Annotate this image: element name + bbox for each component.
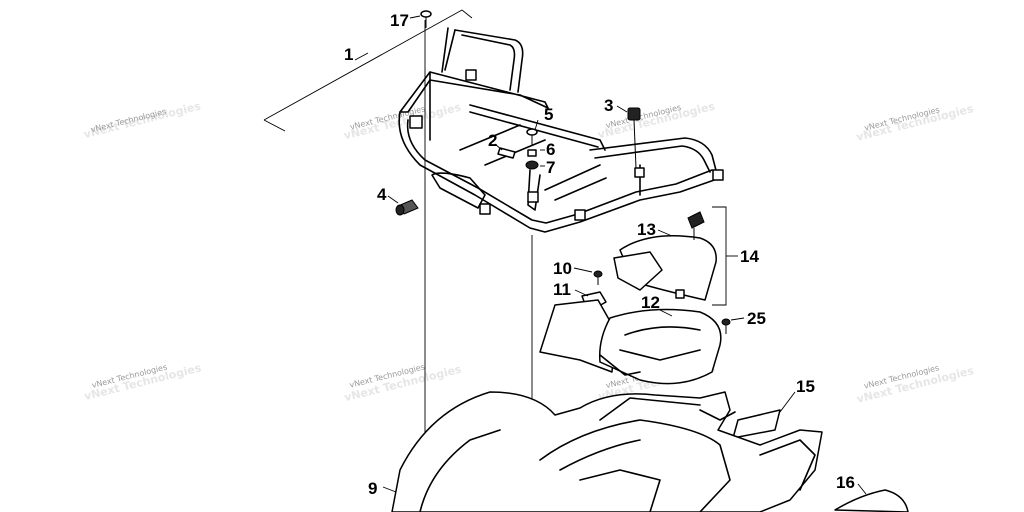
part-5-bolt — [526, 128, 538, 146]
bracket-1-bottom — [263, 119, 286, 132]
callout-9: 9 — [368, 479, 377, 498]
part-4-grip — [395, 199, 419, 216]
callout-1: 1 — [344, 45, 353, 64]
part-6-spacer — [527, 149, 537, 157]
part-11-flap — [539, 291, 616, 373]
leader-15 — [779, 391, 796, 413]
callout-13: 13 — [637, 220, 656, 239]
part-13-lid — [613, 211, 717, 301]
leader-2 — [494, 143, 503, 151]
callout-17: 17 — [390, 11, 409, 30]
callout-16: 16 — [836, 473, 855, 492]
callouts: 1 2 3 4 5 6 7 9 10 11 12 13 14 15 16 17 … — [344, 11, 855, 498]
callout-25: 25 — [747, 309, 766, 328]
callout-3: 3 — [604, 96, 613, 115]
part-15-decal — [732, 409, 781, 439]
leader-13 — [657, 229, 673, 237]
callout-14: 14 — [740, 247, 759, 266]
part-16-cover — [834, 489, 909, 512]
callout-15: 15 — [796, 377, 815, 396]
part-9-fender — [391, 391, 823, 512]
callout-2: 2 — [488, 131, 497, 150]
leader-16 — [857, 483, 867, 495]
callout-6: 6 — [546, 140, 555, 159]
part-3-clamp — [627, 107, 641, 169]
callout-5: 5 — [544, 105, 553, 124]
callout-12: 12 — [641, 293, 660, 312]
leader-1 — [354, 52, 369, 61]
leader-4 — [387, 195, 399, 204]
part-12-liner — [598, 308, 722, 385]
watermarks: vNext Technologies vNext Technologies vN… — [82, 99, 975, 405]
leader-11 — [574, 289, 589, 297]
leader-10 — [573, 267, 593, 273]
leader-3 — [616, 105, 628, 113]
leader-9 — [382, 486, 397, 493]
leader-17 — [409, 15, 421, 19]
part-17-bolt — [420, 10, 432, 28]
part-2-plate — [497, 147, 516, 159]
bracket-1-top — [263, 9, 473, 121]
callout-11: 11 — [553, 280, 571, 299]
rear-rack — [398, 27, 724, 233]
leader-5 — [534, 119, 539, 131]
callout-10: 10 — [553, 259, 572, 278]
part-10-screw — [593, 270, 603, 285]
callout-7: 7 — [546, 158, 555, 177]
callout-4: 4 — [377, 185, 387, 204]
part-25-screw — [721, 318, 731, 334]
part-7-nut — [525, 160, 539, 170]
leader-25 — [730, 317, 745, 321]
leader-12 — [659, 309, 673, 317]
